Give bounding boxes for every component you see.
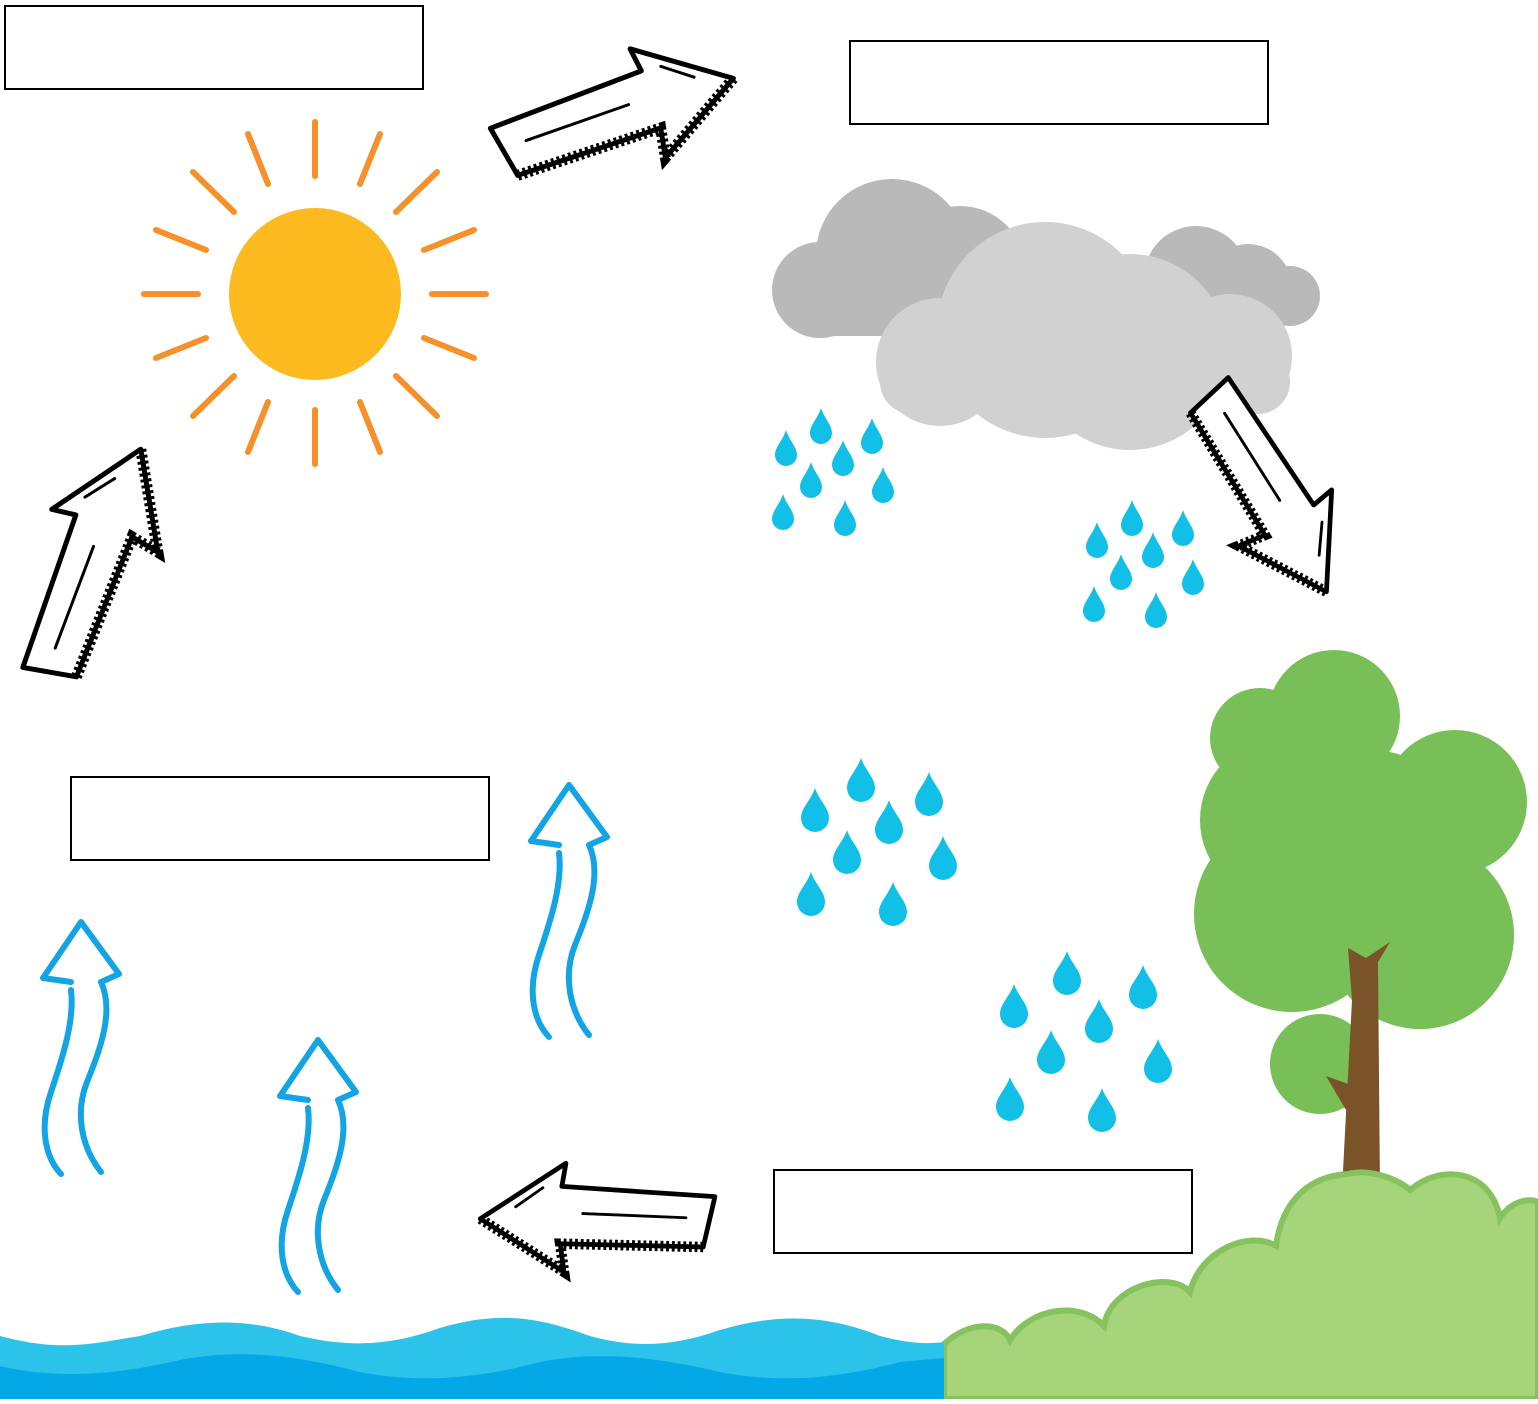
raindrops-group-4 bbox=[996, 951, 1172, 1132]
label-box-middle-left[interactable] bbox=[70, 776, 490, 861]
arrow-collection-to-water bbox=[477, 1153, 720, 1277]
arrow-sun-to-cloud bbox=[480, 28, 747, 195]
vapor-arrow-icon bbox=[531, 785, 607, 1037]
arrow-evaporation-to-sun bbox=[0, 426, 196, 699]
label-box-top-right[interactable] bbox=[849, 40, 1269, 125]
raindrops-group-2 bbox=[1083, 500, 1204, 628]
grass-land bbox=[941, 1169, 1538, 1402]
tree-icon bbox=[1194, 650, 1527, 1190]
label-box-top-left[interactable] bbox=[4, 5, 424, 90]
rain-cloud-icon bbox=[772, 179, 1320, 450]
raindrops-group-1 bbox=[772, 408, 894, 536]
sun-icon bbox=[141, 119, 489, 467]
raindrops-group-3 bbox=[797, 758, 957, 926]
label-box-bottom-right[interactable] bbox=[773, 1169, 1193, 1254]
ocean-water bbox=[0, 1317, 944, 1399]
vapor-arrow-icon bbox=[280, 1040, 356, 1292]
vapor-arrow-icon bbox=[43, 922, 119, 1174]
